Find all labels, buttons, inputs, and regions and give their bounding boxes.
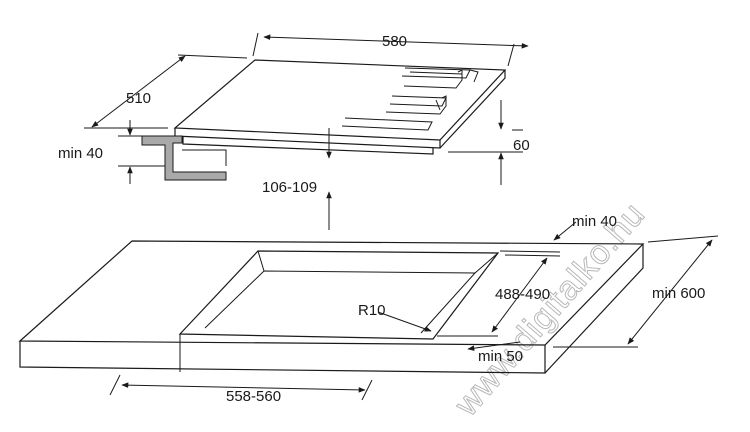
label-corner-radius: R10	[358, 302, 386, 319]
cutout-inner-edge	[204, 270, 477, 334]
label-hob-height: 60	[513, 137, 530, 154]
cutout-opening	[178, 250, 500, 340]
hob-front-edge	[174, 128, 441, 149]
label-cutout-width: 558-560	[226, 388, 281, 405]
hob-controls	[341, 67, 479, 131]
label-hob-width: 580	[382, 33, 407, 50]
hob-dimensions	[84, 32, 529, 230]
watermark-text: www.digitalko.hu	[447, 195, 653, 424]
watermark: www.digitalko.hu	[446, 195, 653, 425]
hob-drawing	[173, 59, 507, 155]
label-cutout-depth: 488-490	[495, 286, 550, 303]
label-hob-depth: 510	[126, 90, 151, 107]
dimension-labels: 580 510 60 min 40 106-109 min 40 488-490…	[58, 33, 705, 405]
label-cutout-min-back: min 40	[572, 213, 617, 230]
hob-body	[182, 136, 434, 155]
worktop-section	[141, 135, 227, 181]
hob-side-edge	[439, 70, 506, 149]
hob-top-surface	[173, 59, 507, 141]
label-worktop-min: min 40	[58, 145, 103, 162]
worktop-front-face	[19, 341, 546, 374]
cutout-dimensions	[109, 221, 719, 401]
label-cutout-min-front: min 50	[478, 348, 523, 365]
mounting-bracket	[141, 135, 227, 181]
label-worktop-depth: min 600	[652, 285, 705, 302]
label-clearance: 106-109	[262, 179, 317, 196]
